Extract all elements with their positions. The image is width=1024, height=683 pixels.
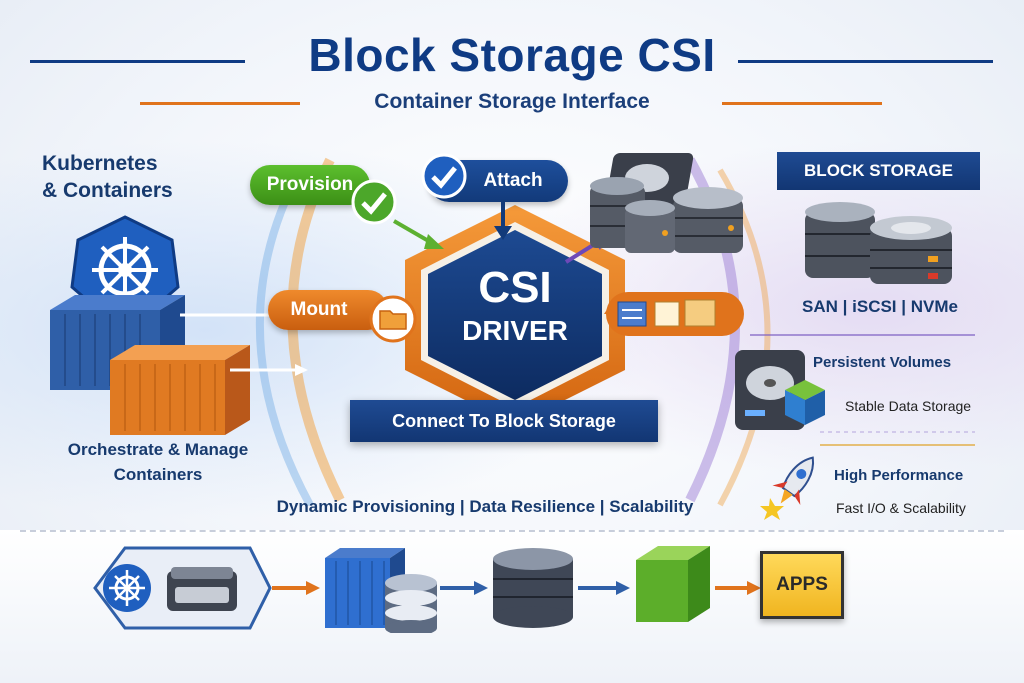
checkmark-icon [351,179,397,225]
pipeline-arrow-3 [578,581,630,595]
provision-arrow [392,219,444,249]
data-transfer-connector [604,292,744,336]
left-caption-line1: Orchestrate & Manage [67,440,249,459]
persistent-volumes-subtitle: Stable Data Storage [845,398,972,414]
shipping-containers [50,295,250,435]
title-rule-left [30,60,245,63]
pipeline-arrow-4 [715,581,761,595]
persistent-volume-icon [735,350,825,430]
small-server-icon [617,301,647,327]
feature-list: Dynamic Provisioning | Data Resilience |… [276,497,694,516]
folder-icon [369,295,417,343]
persistent-volumes-title: Persistent Volumes [813,354,952,371]
rocket-icon [760,456,815,520]
high-performance-subtitle: Fast I/O & Scalability [836,500,966,516]
left-caption-line2: Containers [113,465,203,484]
pipeline-storage-icon [493,548,573,628]
cube-icon [785,380,825,425]
page-subtitle: Container Storage Interface [374,90,650,113]
high-performance-title: High Performance [834,467,964,484]
kubernetes-heading-line1: Kubernetes [42,152,158,175]
left-caption: Orchestrate & Manage Containers [58,437,258,487]
subtitle-rule-left [140,102,300,105]
page-title: Block Storage CSI [308,29,716,81]
pipeline-drive-icon [167,567,237,611]
pipeline-kubernetes-icon [103,564,151,612]
pipeline-container-stack [325,548,437,633]
attach-arrow [494,200,512,240]
attach-pill: Attach [428,160,568,202]
block-storage-icon [805,202,952,284]
kubernetes-heading-line2: & Containers [42,179,173,202]
apps-box: APPS [760,551,844,619]
provision-pill: Provision [250,165,370,205]
pipeline-kubernetes-volume [93,546,272,630]
driver-subtitle: DRIVER [462,315,568,346]
attach-checkmark-icon [421,153,467,199]
subtitle-rule-right [722,102,882,105]
driver-title: CSI [478,263,552,312]
title-rule-right [738,60,993,63]
kubernetes-heading: Kubernetes & Containers [42,150,173,204]
mount-pill: Mount [268,290,388,330]
pipeline-cube-icon [636,546,710,622]
pipeline-arrow-2 [440,581,488,595]
small-cube-icon [654,299,716,327]
orange-container-icon [110,345,250,435]
block-storage-header: BLOCK STORAGE [777,152,980,190]
disk-stack-icon [590,153,743,253]
kubernetes-icon [70,215,180,315]
pipeline-db-icon [385,574,437,633]
connect-banner: Connect To Block Storage [350,400,658,442]
pipeline-divider [20,530,1004,532]
storage-protocols: SAN | iSCSI | NVMe [802,297,958,316]
pipeline-arrow-1 [272,581,320,595]
